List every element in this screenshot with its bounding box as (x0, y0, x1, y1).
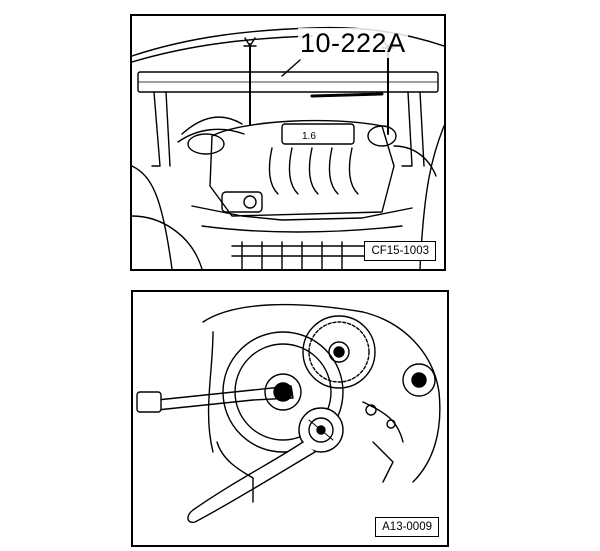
crankshaft-pulley-figure: A13-0009 (131, 290, 449, 547)
engine-bay-figure: 1.6 10-222A C (130, 14, 446, 271)
engine-bay-illustration: 1.6 (132, 26, 444, 269)
figure-reference-code: A13-0009 (375, 517, 439, 537)
tool-number-label: 10-222A (298, 28, 408, 58)
svg-text:1.6: 1.6 (302, 131, 316, 142)
ratchet-wrench-illustration (136, 303, 441, 524)
figure-reference-code: CF15-1003 (364, 241, 436, 261)
